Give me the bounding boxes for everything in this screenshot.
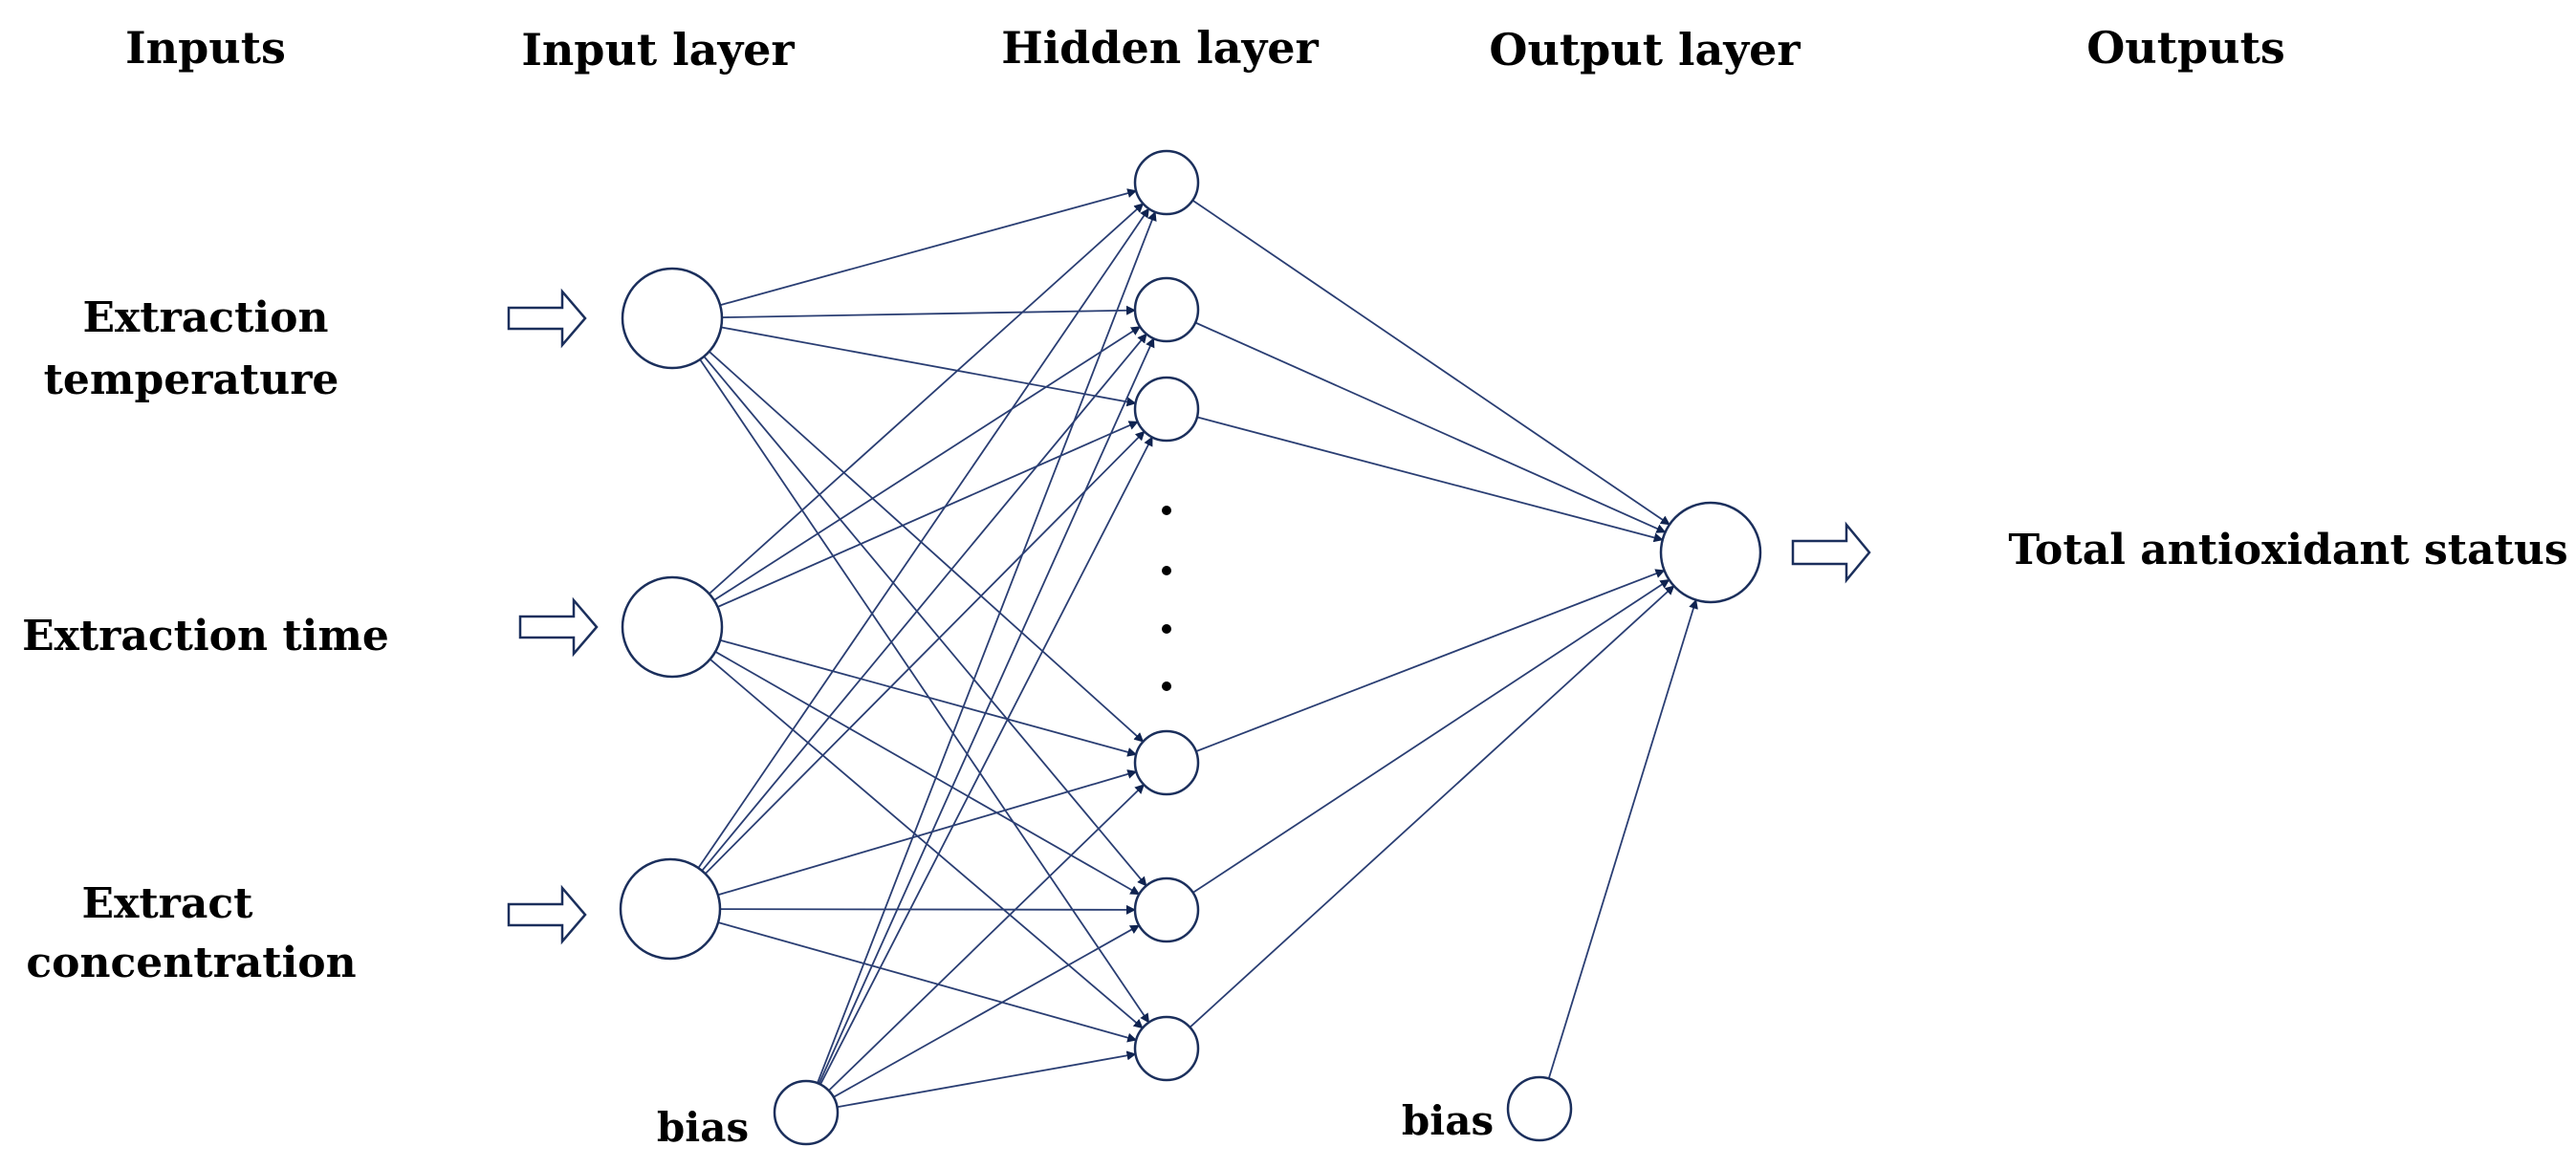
edge-input-2-hidden-1 xyxy=(709,203,1145,595)
edge-input-3-hidden-2 xyxy=(701,333,1147,872)
edge-hidden-2-output xyxy=(1194,321,1667,533)
edge-input-1-hidden-1 xyxy=(719,188,1138,307)
input-label-time: Extraction time xyxy=(22,612,389,660)
input-bias-node xyxy=(773,1079,840,1146)
input-label-temperature-line1: Extraction xyxy=(83,293,329,342)
edge-input-3-hidden-5 xyxy=(719,904,1136,915)
edge-hidden-4-output xyxy=(1195,569,1666,752)
edge-hidden-bias-output xyxy=(1547,598,1698,1079)
hidden-ellipsis-dot-3 xyxy=(1162,624,1171,634)
input-label-concentration-line1: Extract xyxy=(82,879,254,928)
input-label-temperature-line2: temperature xyxy=(44,356,339,404)
edge-input-3-hidden-1 xyxy=(697,207,1150,869)
header-inputs: Inputs xyxy=(125,22,286,74)
edge-input-4-hidden-2 xyxy=(818,337,1155,1085)
hidden-bias-node xyxy=(1506,1075,1573,1142)
hidden-node-3 xyxy=(1133,376,1200,443)
output-arrow xyxy=(1791,521,1871,584)
edge-input-1-hidden-4 xyxy=(709,351,1145,743)
edge-input-4-hidden-1 xyxy=(817,210,1157,1084)
input-arrow-time xyxy=(518,596,599,658)
hidden-node-4 xyxy=(1133,729,1200,796)
hidden-node-5 xyxy=(1133,876,1200,943)
edge-input-2-hidden-2 xyxy=(713,326,1142,601)
input-arrow-concentration xyxy=(507,884,587,945)
edge-input-2-hidden-5 xyxy=(714,651,1141,896)
bias-hidden-label: bias xyxy=(1402,1097,1494,1144)
edge-input-4-hidden-4 xyxy=(828,784,1146,1092)
edge-input-4-hidden-6 xyxy=(837,1050,1137,1109)
output-node xyxy=(1659,501,1762,604)
hidden-ellipsis-dot-2 xyxy=(1162,566,1171,575)
header-outputs: Outputs xyxy=(2086,22,2285,74)
header-output-layer: Output layer xyxy=(1489,24,1801,76)
edge-hidden-5-output xyxy=(1192,578,1670,894)
hidden-ellipsis-dot-1 xyxy=(1162,506,1171,515)
edge-hidden-6-output xyxy=(1189,585,1675,1028)
hidden-ellipsis-dot-4 xyxy=(1162,681,1171,691)
input-label-concentration-line2: concentration xyxy=(26,939,356,987)
edge-input-1-hidden-5 xyxy=(703,356,1147,887)
header-hidden-layer: Hidden layer xyxy=(1001,22,1319,74)
edge-input-3-hidden-6 xyxy=(717,921,1138,1043)
edge-input-2-hidden-4 xyxy=(719,638,1138,757)
header-input-layer: Input layer xyxy=(521,24,795,76)
edge-input-1-hidden-6 xyxy=(699,358,1150,1024)
edge-input-3-hidden-4 xyxy=(717,769,1138,897)
input-node-time xyxy=(621,575,724,679)
edge-input-2-hidden-3 xyxy=(717,421,1139,608)
input-arrow-temperature xyxy=(507,288,587,349)
hidden-node-6 xyxy=(1133,1015,1200,1082)
input-node-temperature xyxy=(621,267,724,370)
edge-input-4-hidden-5 xyxy=(833,924,1141,1098)
hidden-node-2 xyxy=(1133,276,1200,343)
edge-input-4-hidden-3 xyxy=(819,436,1153,1086)
edge-hidden-3-output xyxy=(1196,416,1664,543)
edge-input-3-hidden-3 xyxy=(704,430,1146,875)
input-node-concentration xyxy=(619,857,722,961)
hidden-node-1 xyxy=(1133,149,1200,216)
connection-edges xyxy=(697,188,1698,1109)
edge-hidden-1-output xyxy=(1191,199,1670,526)
output-label: Total antioxidant status xyxy=(2008,526,2567,574)
edge-input-1-hidden-3 xyxy=(720,326,1137,407)
bias-input-label: bias xyxy=(657,1104,749,1151)
edge-input-1-hidden-2 xyxy=(721,305,1136,318)
